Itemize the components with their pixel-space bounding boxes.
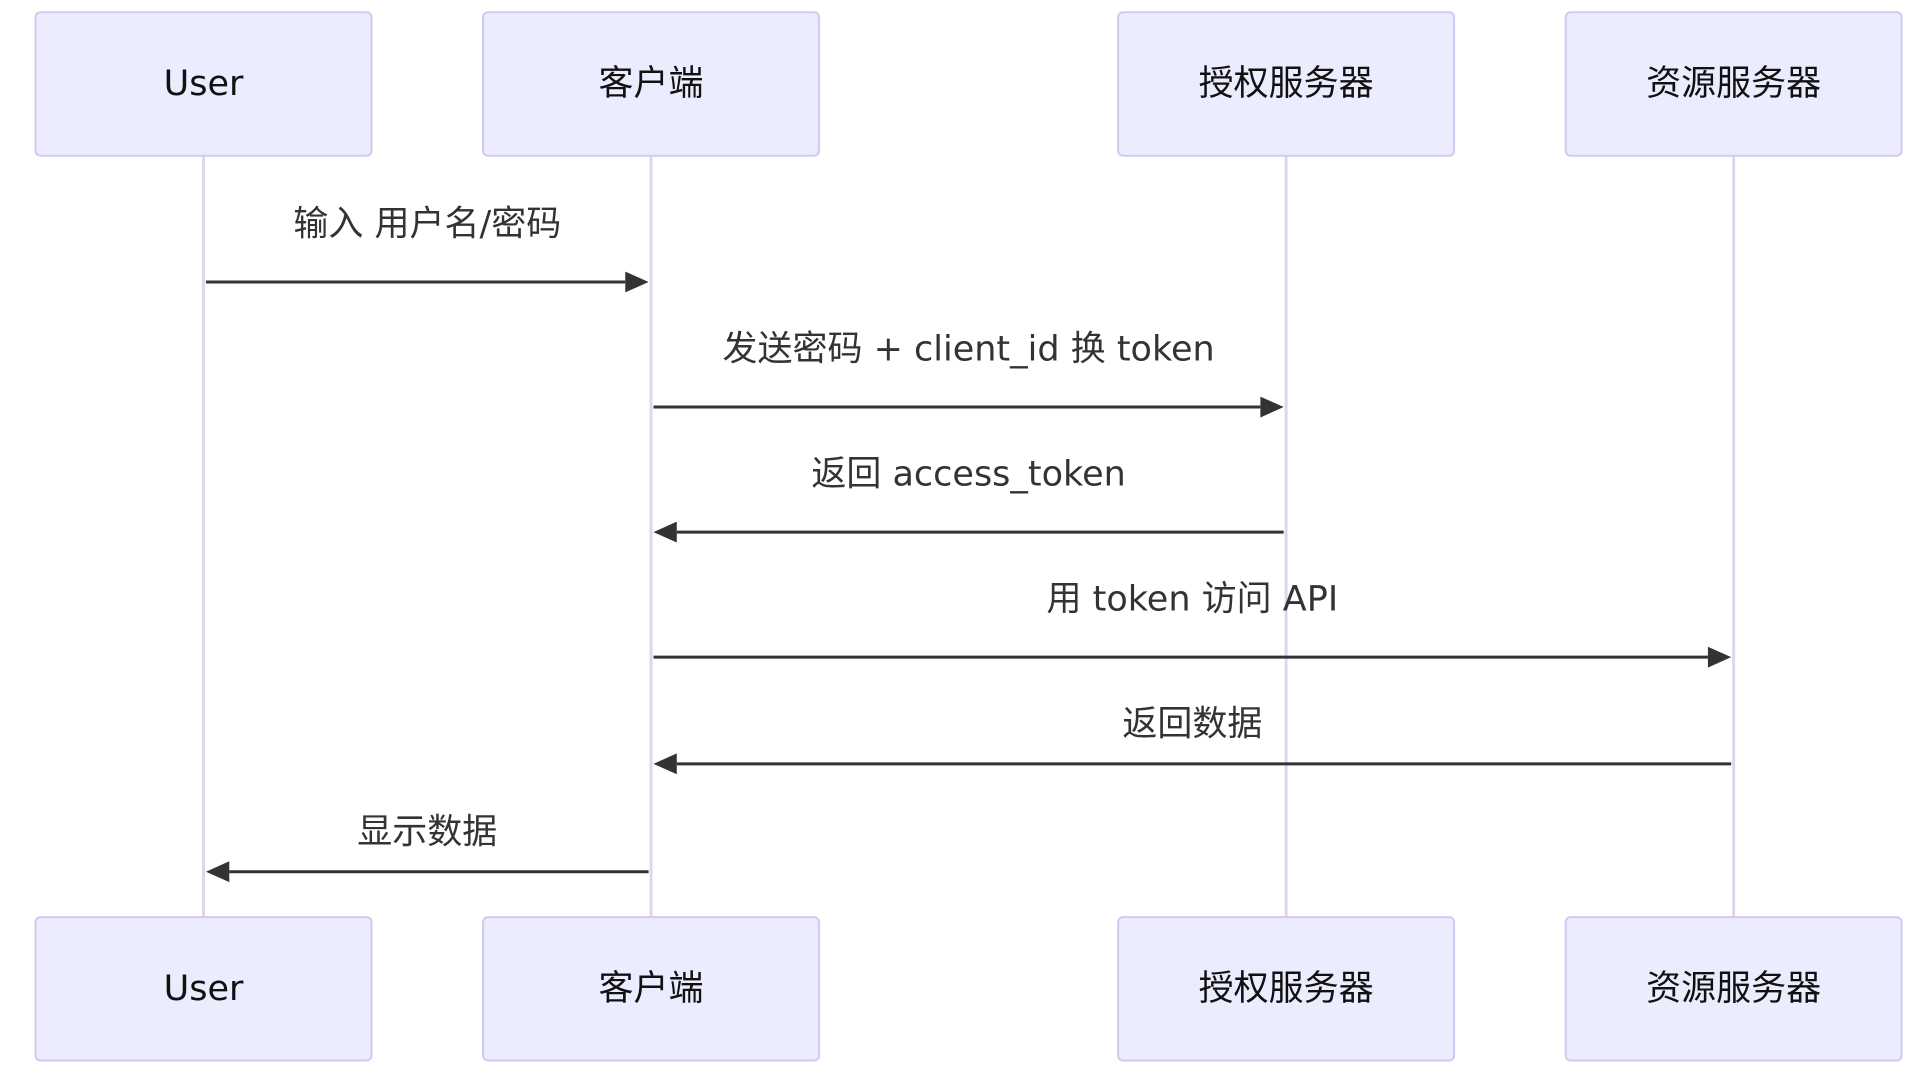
participant-label: 资源服务器 [1646,969,1821,1009]
message-label: 输入 用户名/密码 [293,204,561,244]
message-label: 返回 access_token [811,455,1125,495]
arrowhead-icon [205,861,230,883]
message-2: 发送密码 + client_id 换 token [653,329,1284,418]
participant-resource-top: 资源服务器 [1564,11,1903,157]
participants-bottom: User 客户端 授权服务器 资源服务器 [34,916,1903,1062]
participant-label: User [164,969,244,1009]
participant-label: 授权服务器 [1199,64,1374,104]
arrowhead-icon [653,753,677,775]
participant-label: 资源服务器 [1646,64,1821,104]
message-6: 显示数据 [205,813,649,883]
participant-user-bottom: User [34,916,373,1062]
message-5: 返回数据 [653,705,1732,775]
participant-label: 客户端 [599,969,704,1009]
participant-user-top: User [34,11,373,157]
participant-label: 客户端 [599,64,704,104]
participant-auth-bottom: 授权服务器 [1117,916,1456,1062]
message-4: 用 token 访问 API [653,580,1732,668]
participant-client-top: 客户端 [482,11,821,157]
message-label: 发送密码 + client_id 换 token [722,329,1214,369]
participant-box [482,11,821,157]
participant-resource-bottom: 资源服务器 [1564,916,1903,1062]
arrowhead-icon [625,271,649,293]
message-1: 输入 用户名/密码 [205,204,649,293]
participant-auth-top: 授权服务器 [1117,11,1456,157]
participant-box [34,11,373,157]
participant-label: 授权服务器 [1199,969,1374,1009]
participant-label: User [164,64,244,104]
participant-client-bottom: 客户端 [482,916,821,1062]
message-label: 用 token 访问 API [1047,580,1339,620]
participant-box [1564,11,1903,157]
arrowhead-icon [1260,396,1284,418]
participant-box [1117,916,1456,1062]
participant-box [34,916,373,1062]
arrowhead-icon [1707,646,1732,668]
message-label: 显示数据 [357,813,497,853]
participant-box [482,916,821,1062]
message-label: 返回数据 [1122,705,1262,745]
arrowhead-icon [653,521,677,543]
message-3: 返回 access_token [653,455,1284,543]
participants-top: User 客户端 授权服务器 资源服务器 [34,11,1903,157]
lifelines [202,155,1736,918]
participant-box [1117,11,1456,157]
participant-box [1564,916,1903,1062]
